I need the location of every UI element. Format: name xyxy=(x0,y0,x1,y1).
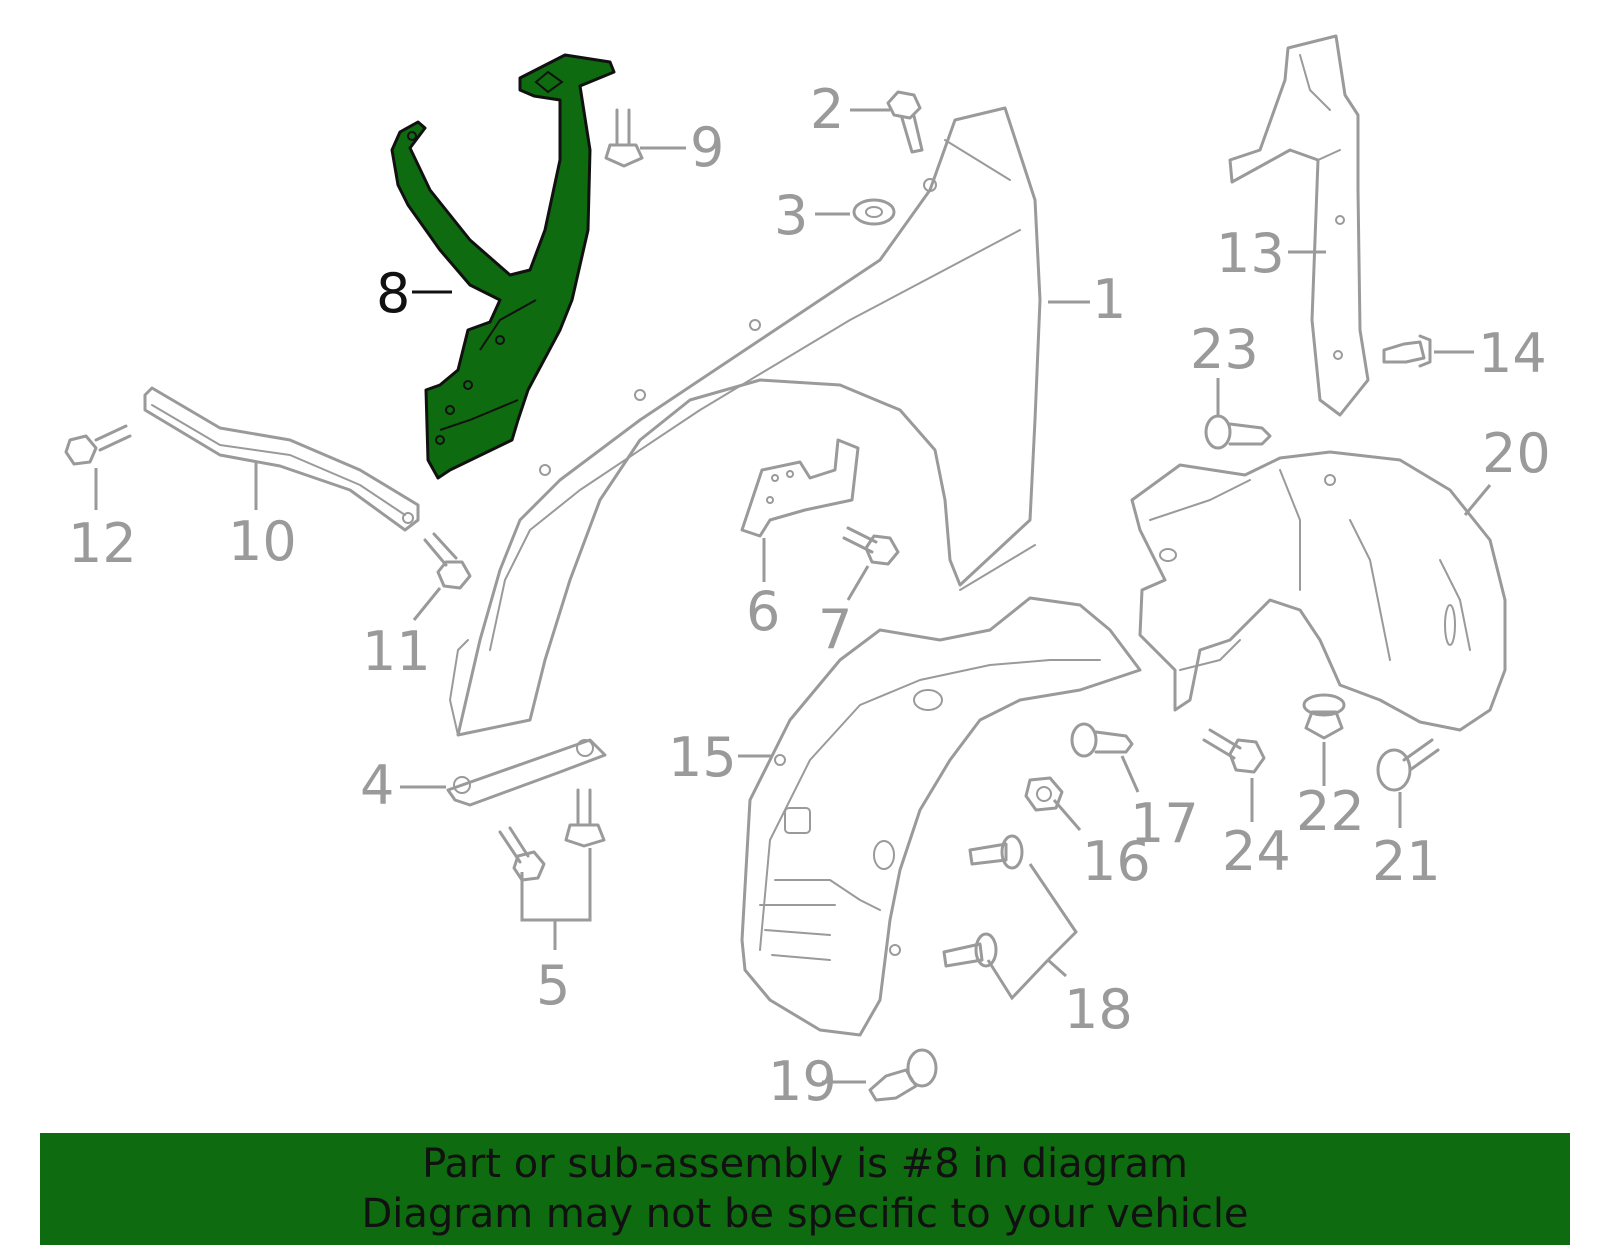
callout-6: 6 xyxy=(746,580,780,643)
part-7-bolt[interactable] xyxy=(842,526,900,566)
part-22-nut[interactable] xyxy=(1302,693,1346,740)
part-10-rail[interactable] xyxy=(143,386,420,532)
part-19-push-clip[interactable] xyxy=(868,1048,938,1102)
part-1-fender[interactable] xyxy=(449,106,1042,737)
part-24-bolt[interactable] xyxy=(1202,728,1266,774)
callout-16: 16 xyxy=(1082,830,1151,893)
exploded-parts-diagram: 1 2 3 4 5 6 7 8 9 10 11 12 13 14 15 16 1… xyxy=(64,34,1551,1113)
callout-3: 3 xyxy=(774,184,808,247)
leader-lines xyxy=(94,108,1492,1084)
part-9-bolt[interactable] xyxy=(604,108,644,168)
part-15-wheel-liner[interactable] xyxy=(740,596,1142,1037)
part-6-bracket[interactable] xyxy=(740,438,860,538)
part-14-clip[interactable] xyxy=(1382,334,1432,368)
callout-14: 14 xyxy=(1478,322,1547,385)
callout-9: 9 xyxy=(690,116,724,179)
part-2-bolt[interactable] xyxy=(886,90,924,154)
part-13-pillar-trim[interactable] xyxy=(1228,34,1370,417)
banner-line-disclaimer: Diagram may not be specific to your vehi… xyxy=(361,1191,1249,1237)
callout-1: 1 xyxy=(1092,268,1126,331)
callout-17: 17 xyxy=(1130,792,1199,855)
part-21-bolt[interactable] xyxy=(1376,738,1440,792)
callout-4: 4 xyxy=(360,754,394,817)
banner-line-part-number: Part or sub-assembly is #8 in diagram xyxy=(422,1141,1188,1187)
part-23-bolt[interactable] xyxy=(1204,414,1272,450)
callout-11: 11 xyxy=(362,620,431,683)
callout-23: 23 xyxy=(1190,318,1259,381)
callout-15: 15 xyxy=(668,726,737,789)
callout-21: 21 xyxy=(1372,830,1441,893)
callout-19: 19 xyxy=(768,1050,837,1113)
part-4-bracket[interactable] xyxy=(446,738,607,807)
callout-10: 10 xyxy=(228,510,297,573)
part-20-rear-liner[interactable] xyxy=(1130,450,1507,732)
part-18-bolts[interactable] xyxy=(942,834,1024,968)
callout-12: 12 xyxy=(68,512,137,575)
callout-13: 13 xyxy=(1216,222,1285,285)
callout-20: 20 xyxy=(1482,422,1551,485)
part-8-support-bracket[interactable] xyxy=(390,53,616,480)
part-3-grommet[interactable] xyxy=(852,198,896,226)
callout-7: 7 xyxy=(818,598,852,661)
part-17-bolt[interactable] xyxy=(1070,722,1134,758)
callout-5: 5 xyxy=(536,954,570,1017)
callout-18: 18 xyxy=(1064,978,1133,1041)
callout-8: 8 xyxy=(376,262,410,325)
callout-22: 22 xyxy=(1296,780,1365,843)
part-12-bolt[interactable] xyxy=(64,424,132,466)
callout-24: 24 xyxy=(1222,820,1291,883)
info-banner: Part or sub-assembly is #8 in diagram Di… xyxy=(40,1133,1570,1245)
callout-2: 2 xyxy=(810,78,844,141)
part-16-nut[interactable] xyxy=(1024,776,1064,812)
callout-labels: 1 2 3 4 5 6 7 8 9 10 11 12 13 14 15 16 1… xyxy=(68,78,1551,1113)
part-5-bolts[interactable] xyxy=(498,788,606,882)
part-11-bolt[interactable] xyxy=(423,532,472,590)
